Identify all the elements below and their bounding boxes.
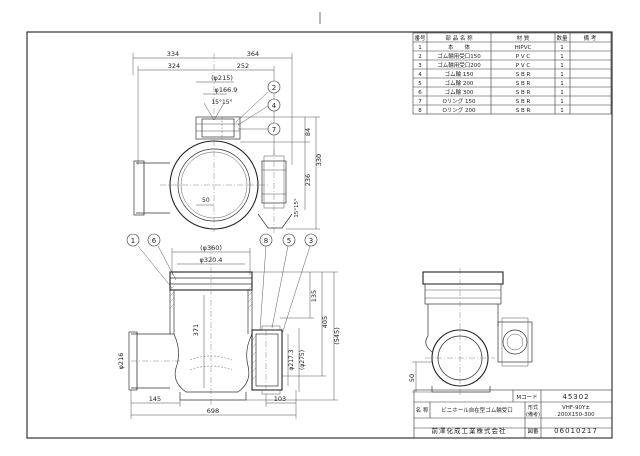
balloon-1-label: 1 [131,237,135,245]
dim-84: 84 [304,128,312,136]
balloon-6-label: 6 [152,237,157,245]
balloon-5 [282,233,296,247]
dim-236: 236 [304,174,312,186]
balloon-4 [267,98,281,112]
dim-252: 252 [237,62,249,70]
plan-view: 334 364 324 252 (φ215) φ166.9 15°15° [132,50,323,235]
table-cell-qty: 1 [560,99,564,105]
balloon-3-label: 3 [309,237,313,245]
table-cell-name: ゴム輪 200 [445,79,474,87]
drawing-no-label: 図番 [527,428,539,435]
sheet-border [26,31,613,439]
dim-330: 330 [315,154,323,166]
table-cell-name: ゴム輪用受口150 [437,52,481,60]
dim-50-side: 50 [408,374,416,382]
dim-334: 334 [167,50,179,58]
table-cell-material: P V C [516,54,531,60]
dim-545: (545) [333,327,341,344]
table-cell-qty: 1 [560,81,564,87]
balloon-8-label: 8 [264,237,268,245]
table-header-name: 部 品 名 称 [445,34,473,42]
table-cell-no: 6 [418,90,422,96]
table-cell-no: 5 [418,81,422,87]
dim-698: 698 [207,407,219,415]
m-code-label: Mコード [516,394,537,401]
table-cell-name: 本 体 [448,43,471,51]
dim-angle-right: 15°15° [294,198,300,218]
parts-table: 番号 部 品 名 称 材 質 数量 備 考 1 本 体 HIPVC 1 2 ゴム輪用受口1… [412,32,612,115]
dim-364: 364 [247,50,259,58]
table-cell-qty: 1 [560,90,564,96]
table-cell-name: ゴム輪 150 [445,70,474,78]
table-cell-no: 3 [418,63,422,69]
balloon-2-label: 2 [272,84,276,92]
balloon-2 [267,80,281,94]
dim-145: 145 [149,395,161,403]
table-cell-no: 8 [418,108,422,114]
balloon-1 [126,233,140,247]
balloon-8 [259,233,273,247]
balloon-6 [147,233,161,247]
table-cell-no: 4 [418,72,422,78]
m-code-value: 45302 [562,393,589,401]
drawing-no-value: 06010217 [554,427,598,435]
balloon-7 [267,122,281,136]
table-header-qty: 数量 [556,34,568,42]
dim-d216: φ216 [117,353,125,370]
model-label-2: (備考) [526,411,540,418]
table-cell-material: HIPVC [515,45,532,51]
table-cell-qty: 1 [560,45,564,51]
table-cell-material: S B R [516,81,531,87]
balloon-4-label: 4 [272,102,277,110]
table-cell-material: S B R [516,99,531,105]
dim-d217: φ217.3 [288,349,295,370]
dim-135: 135 [310,290,318,302]
table-cell-qty: 1 [560,72,564,78]
table-header-material: 材 質 [517,34,530,42]
table-header-remarks: 備 考 [584,34,597,42]
table-cell-no: 7 [418,99,422,105]
table-cell-name: ゴム輪 300 [445,88,474,96]
table-header-no: 番号 [414,35,426,42]
table-cell-no: 1 [418,45,422,51]
dim-50-plan: 50 [202,197,210,204]
section-view: (φ360) φ320.4 371 φ216 [117,233,341,419]
balloon-7-label: 7 [272,126,276,134]
title-block: Mコード 45302 名 称 ビニホール自在型ゴム輪受口 形式 (備考) VHF… [413,389,613,439]
table-cell-material: S B R [516,72,531,78]
table-cell-no: 2 [418,54,422,60]
name-label: 名 称 [416,406,429,414]
name-value: ビニホール自在型ゴム輪受口 [441,406,513,414]
dim-103: 103 [274,395,286,403]
dim-405: 405 [321,316,329,328]
side-view: 50 [408,268,533,395]
table-cell-name: Oリング 150 [442,97,476,105]
company-name: 前澤化成工業株式会社 [432,426,507,435]
model-value-1: VHF-90Y± [562,405,590,411]
model-value-2: 200X150-300 [557,412,595,418]
table-cell-name: Oリング 200 [442,106,476,114]
dim-371: 371 [192,324,200,336]
dim-d166: φ166.9 [215,86,238,94]
dim-d275: (φ275) [299,350,306,370]
balloon-5-label: 5 [287,237,291,245]
dim-324: 324 [168,62,180,70]
table-cell-material: S B R [516,108,531,114]
table-cell-name: ゴム輪用受口200 [437,61,481,69]
model-label-1: 形式 [528,404,538,411]
dim-d215: (φ215) [211,74,233,82]
table-cell-qty: 1 [560,63,564,69]
table-cell-material: P V C [516,63,531,69]
dim-angle-top: 15°15° [211,99,232,106]
table-cell-material: S B R [516,90,531,96]
table-cell-qty: 1 [560,54,564,60]
table-cell-qty: 1 [560,108,564,114]
balloon-3 [304,233,318,247]
